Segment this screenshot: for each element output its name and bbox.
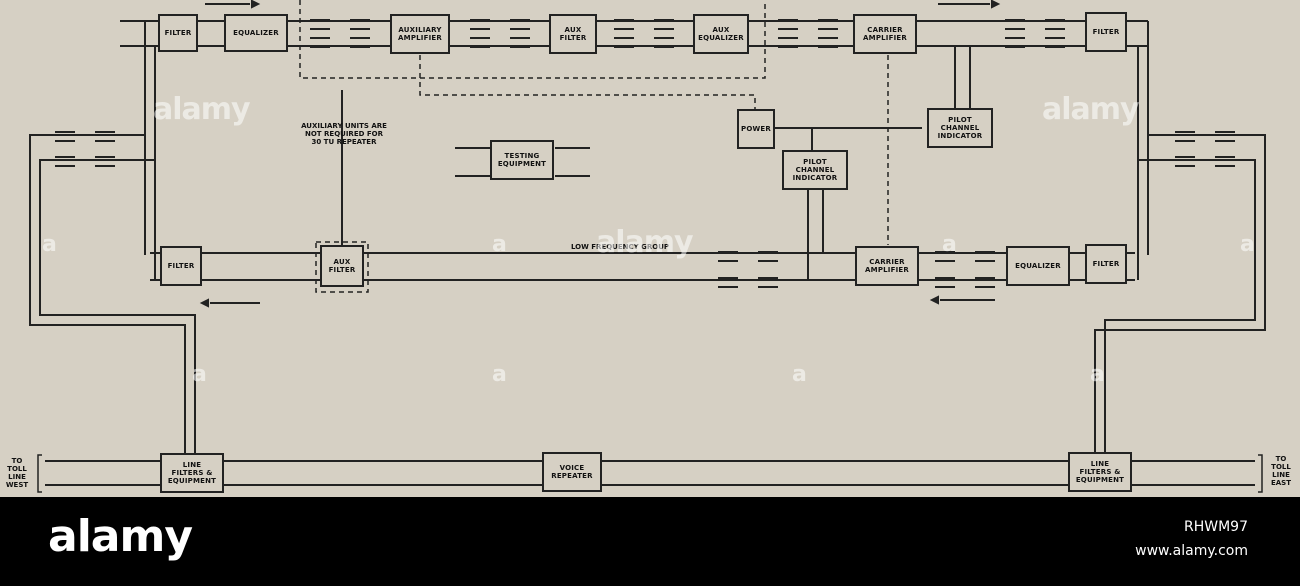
wiring-diagram: [29, 0, 1266, 493]
watermark-alamy-center: alamy: [596, 225, 694, 260]
aux-equalizer: AUX EQUALIZER: [693, 14, 749, 54]
watermark-alamy-right: alamy: [1042, 92, 1140, 127]
aux-filter-top: AUX FILTER: [549, 14, 597, 54]
power-unit: POWER: [737, 109, 775, 149]
watermark-marker-8: a: [1090, 362, 1105, 387]
to-toll-line-east: TO TOLL LINE EAST: [1270, 455, 1291, 487]
filter-bottom-right: FILTER: [1085, 244, 1127, 284]
stock-footer-bar: alamy RHWM97 www.alamy.com: [0, 497, 1300, 586]
aux-units-note: AUXILIARY UNITS ARE NOT REQUIRED FOR 30 …: [301, 122, 387, 146]
watermark-marker-7: a: [792, 362, 807, 387]
site-url: www.alamy.com: [1135, 543, 1248, 559]
testing-equipment: TESTING EQUIPMENT: [490, 140, 554, 180]
filter-top-left: FILTER: [158, 14, 198, 52]
carrier-amplifier-bottom: CARRIER AMPLIFIER: [855, 246, 919, 286]
carrier-amplifier-top: CARRIER AMPLIFIER: [853, 14, 917, 54]
watermark-marker-3: a: [942, 232, 957, 257]
alamy-logo: alamy: [48, 511, 193, 562]
aux-dashed-group: [299, 0, 766, 79]
pilot-channel-indicator-right: PILOT CHANNEL INDICATOR: [927, 108, 993, 148]
equalizer-bottom: EQUALIZER: [1006, 246, 1070, 286]
direction-arrows: [199, 0, 1001, 308]
aux-filter-bottom: AUX FILTER: [320, 245, 364, 287]
watermark-marker-4: a: [1240, 232, 1255, 257]
pilot-channel-indicator-mid: PILOT CHANNEL INDICATOR: [782, 150, 848, 190]
line-filters-right: LINE FILTERS & EQUIPMENT: [1068, 452, 1132, 492]
left-drop-inner: [39, 159, 196, 455]
watermark-marker-6: a: [492, 362, 507, 387]
watermark-marker-2: a: [492, 232, 507, 257]
watermark-marker-5: a: [192, 362, 207, 387]
equalizer-top: EQUALIZER: [224, 14, 288, 52]
right-drop-outer: [1094, 134, 1266, 455]
left-drop-outer: [29, 134, 186, 455]
image-id: RHWM97: [1184, 519, 1248, 535]
filter-top-right: FILTER: [1085, 12, 1127, 52]
to-toll-line-west: TO TOLL LINE WEST: [5, 457, 29, 489]
watermark-alamy-left: alamy: [153, 92, 251, 127]
low-frequency-group-label: LOW FREQUENCY GROUP: [570, 243, 670, 251]
right-drop-inner: [1104, 159, 1256, 455]
watermark-marker-1: a: [42, 232, 57, 257]
line-filters-left: LINE FILTERS & EQUIPMENT: [160, 453, 224, 493]
voice-repeater: VOICE REPEATER: [542, 452, 602, 492]
diagram-canvas: FILTER EQUALIZER AUXILIARY AMPLIFIER AUX…: [5, 0, 1291, 493]
auxiliary-amplifier: AUXILIARY AMPLIFIER: [390, 14, 450, 54]
jack-symbols: [55, 19, 1235, 288]
filter-bottom-left: FILTER: [160, 246, 202, 286]
